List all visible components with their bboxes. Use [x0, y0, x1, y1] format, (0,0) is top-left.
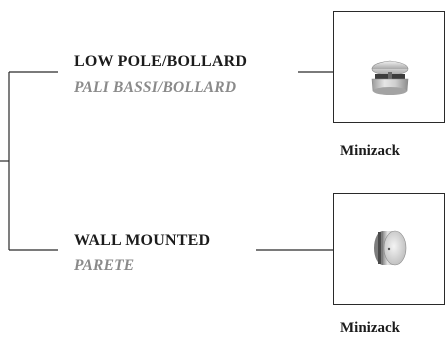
product-name-bollard: Minizack — [340, 143, 400, 159]
wall-luminaire-icon — [374, 230, 407, 266]
bollard-luminaire-icon — [371, 60, 409, 95]
branch-title-low-pole: LOW POLE/BOLLARD — [74, 53, 248, 70]
branch-subtitle-low-pole: PALI BASSI/BOLLARD — [74, 79, 237, 96]
product-card-bollard[interactable] — [333, 11, 445, 123]
branch-subtitle-wall-mounted: PARETE — [74, 257, 135, 274]
product-name-wall: Minizack — [340, 320, 400, 336]
branch-title-wall-mounted: WALL MOUNTED — [74, 232, 211, 249]
product-card-wall[interactable] — [333, 193, 445, 305]
